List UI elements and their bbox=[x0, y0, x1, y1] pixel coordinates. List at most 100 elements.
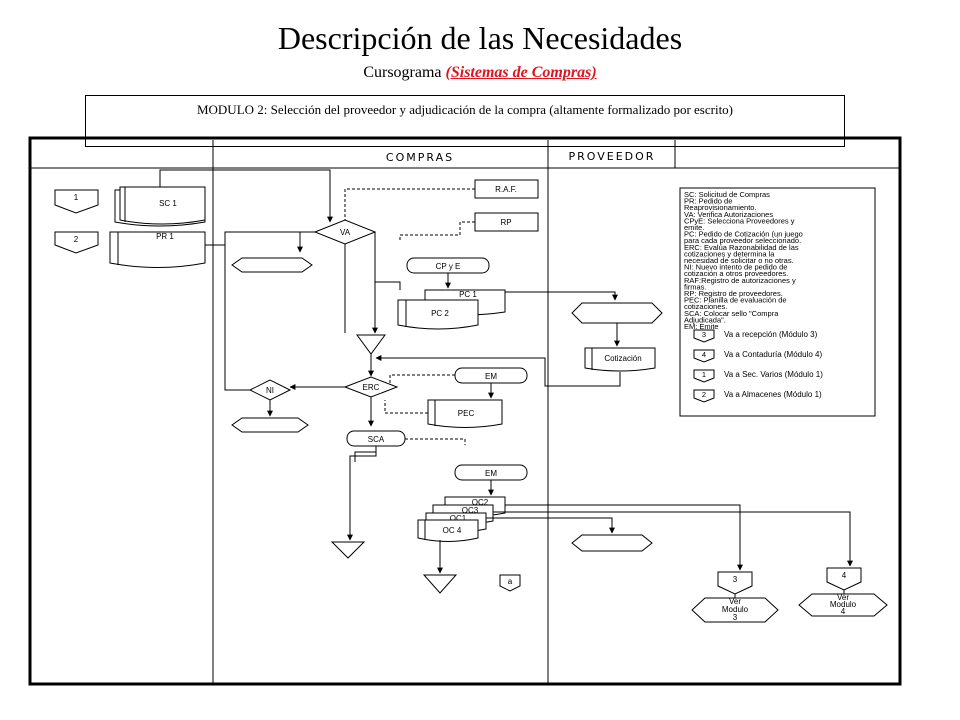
legend-line: VA: Verifica Autorizaciones bbox=[684, 210, 773, 219]
legend-line: Reaprovisionamiento. bbox=[684, 203, 757, 212]
connector-1-label: 1 bbox=[74, 193, 79, 202]
arrow-va-left bbox=[297, 231, 315, 253]
diagram-frame bbox=[28, 136, 902, 686]
legend-line: necesidad de solicitar o no otras. bbox=[684, 256, 794, 265]
lane-compras: COMPRAS bbox=[386, 151, 454, 164]
legend-connector-number: 4 bbox=[702, 350, 706, 359]
legend-connector-icon bbox=[693, 329, 715, 343]
legend-line: cotización a otros proveedores. bbox=[684, 269, 788, 278]
sca-label: SCA bbox=[368, 435, 385, 444]
ver-modulo-3 bbox=[691, 597, 779, 623]
offpage-connector-2 bbox=[54, 231, 99, 254]
offpage-connector-4 bbox=[826, 567, 862, 591]
legend-connector-icon bbox=[693, 369, 715, 383]
connector-a bbox=[499, 574, 521, 592]
legend-line: RP: Registro de proveedores. bbox=[684, 289, 783, 298]
dashed-raf-va bbox=[344, 188, 475, 222]
subtitle-highlight: (Sistemas de Compras) bbox=[445, 64, 597, 81]
dashed-rp-va bbox=[399, 221, 475, 240]
legend-line: PC: Pedido de Cotización (un juego bbox=[684, 230, 803, 239]
legend-line: para cada proveedor seleccionado. bbox=[684, 236, 801, 245]
legend-goto-text: Va a Sec. Varios (Módulo 1) bbox=[724, 370, 823, 379]
arrow-cotizacion-back bbox=[375, 355, 621, 387]
pec-label: PEC bbox=[458, 409, 475, 418]
pc2-label: PC 2 bbox=[431, 309, 449, 318]
connector-a-label: a bbox=[508, 577, 513, 586]
legend-connector-icon bbox=[693, 349, 715, 363]
arrow-sc1-va bbox=[159, 169, 333, 223]
ver3-line1: Ver bbox=[729, 597, 741, 606]
line-sca-down bbox=[354, 446, 377, 462]
oc2-label: OC2 bbox=[472, 498, 489, 507]
dashed-sca bbox=[405, 438, 466, 445]
legend-line: PEC: Planilla de evaluación de bbox=[684, 296, 787, 305]
arrow-sca-down bbox=[347, 446, 377, 541]
terminator-hexagon-2 bbox=[231, 417, 309, 433]
page-subtitle: Cursograma (Sistemas de Compras) bbox=[0, 64, 960, 82]
legend-line: Adjudicada". bbox=[684, 315, 726, 324]
dashed-em-erc bbox=[389, 374, 455, 385]
em2-label: EM bbox=[485, 469, 497, 478]
cotizacion-label: Cotización bbox=[604, 354, 641, 363]
line-to-cpye bbox=[375, 281, 401, 290]
cpye-label: CP y E bbox=[436, 262, 461, 271]
legend-line: SCA: Colocar sello "Compra bbox=[684, 309, 779, 318]
legend-line: firmas. bbox=[684, 282, 707, 291]
legend-line: cotizaciones y determina la bbox=[684, 249, 775, 258]
legend-goto-text: Va a Contaduría (Módulo 4) bbox=[724, 350, 822, 359]
oc3-label: OC3 bbox=[462, 506, 479, 515]
legend-line: NI: Nuevo intento de pedido de bbox=[684, 263, 787, 272]
offpage-connector-3 bbox=[717, 571, 753, 595]
merge-triangle bbox=[356, 334, 386, 355]
offpage-connector-1 bbox=[54, 189, 99, 214]
em1-label: EM bbox=[485, 372, 497, 381]
legend-line: cotizaciones. bbox=[684, 302, 727, 311]
ver-modulo-4 bbox=[798, 593, 888, 617]
oc1-label: OC1 bbox=[450, 514, 467, 523]
connector-4-label: 4 bbox=[842, 571, 847, 580]
lane-proveedor: PROVEEDOR bbox=[569, 150, 656, 163]
legend-line: ERC: Evalúa Razonabilidad de las bbox=[684, 243, 799, 252]
document-cotizacion bbox=[584, 347, 656, 372]
terminator-hexagon-proveedor bbox=[571, 302, 663, 324]
erc-label: ERC bbox=[363, 383, 380, 392]
legend-line: RAF:Registro de autorizaciones y bbox=[684, 276, 796, 285]
legend-connector-number: 2 bbox=[702, 390, 706, 399]
archive-triangle-1 bbox=[330, 541, 366, 559]
subtitle-prefix: Cursograma bbox=[363, 64, 446, 81]
document-sc1 bbox=[119, 186, 206, 225]
line-ni-back bbox=[224, 232, 250, 391]
legend-goto-text: Va a Almacenes (Módulo 1) bbox=[724, 390, 822, 399]
va-label: VA bbox=[340, 228, 351, 237]
ver3-line2: Modulo bbox=[722, 605, 749, 614]
ver4-line3: 4 bbox=[841, 607, 846, 616]
page-title: Descripción de las Necesidades bbox=[277, 20, 683, 56]
legend-line: emite. bbox=[684, 223, 704, 232]
pr1-label: PR 1 bbox=[156, 232, 174, 241]
legend-connector-number: 3 bbox=[702, 330, 706, 339]
arrow-oc-4 bbox=[493, 511, 853, 567]
terminator-hexagon-1 bbox=[231, 257, 313, 273]
connector-2-label: 2 bbox=[74, 235, 79, 244]
document-pr1 bbox=[109, 231, 206, 268]
ver3-line3: 3 bbox=[733, 613, 738, 622]
ver4-line1: Ver bbox=[837, 593, 849, 602]
arrow-oc-3 bbox=[505, 504, 743, 571]
dashed-pec-erc bbox=[384, 400, 428, 414]
document-oc4 bbox=[417, 519, 479, 542]
ni-label: NI bbox=[266, 386, 274, 395]
legend-connector-icon bbox=[693, 389, 715, 403]
decision-erc bbox=[343, 376, 399, 398]
legend-line: PR: Pedido de bbox=[684, 197, 732, 206]
pc1-label: PC 1 bbox=[459, 290, 477, 299]
document-pec bbox=[427, 399, 503, 428]
arrow-oc-proveedor bbox=[486, 517, 615, 534]
raf-label: R.A.F. bbox=[495, 185, 517, 194]
arrow-pc-proveedor bbox=[505, 291, 618, 301]
oc4-label: OC 4 bbox=[443, 526, 462, 535]
legend-line: SC: Solicitud de Compras bbox=[684, 190, 770, 199]
decision-ni bbox=[248, 379, 292, 401]
legend-connector-number: 1 bbox=[702, 370, 706, 379]
